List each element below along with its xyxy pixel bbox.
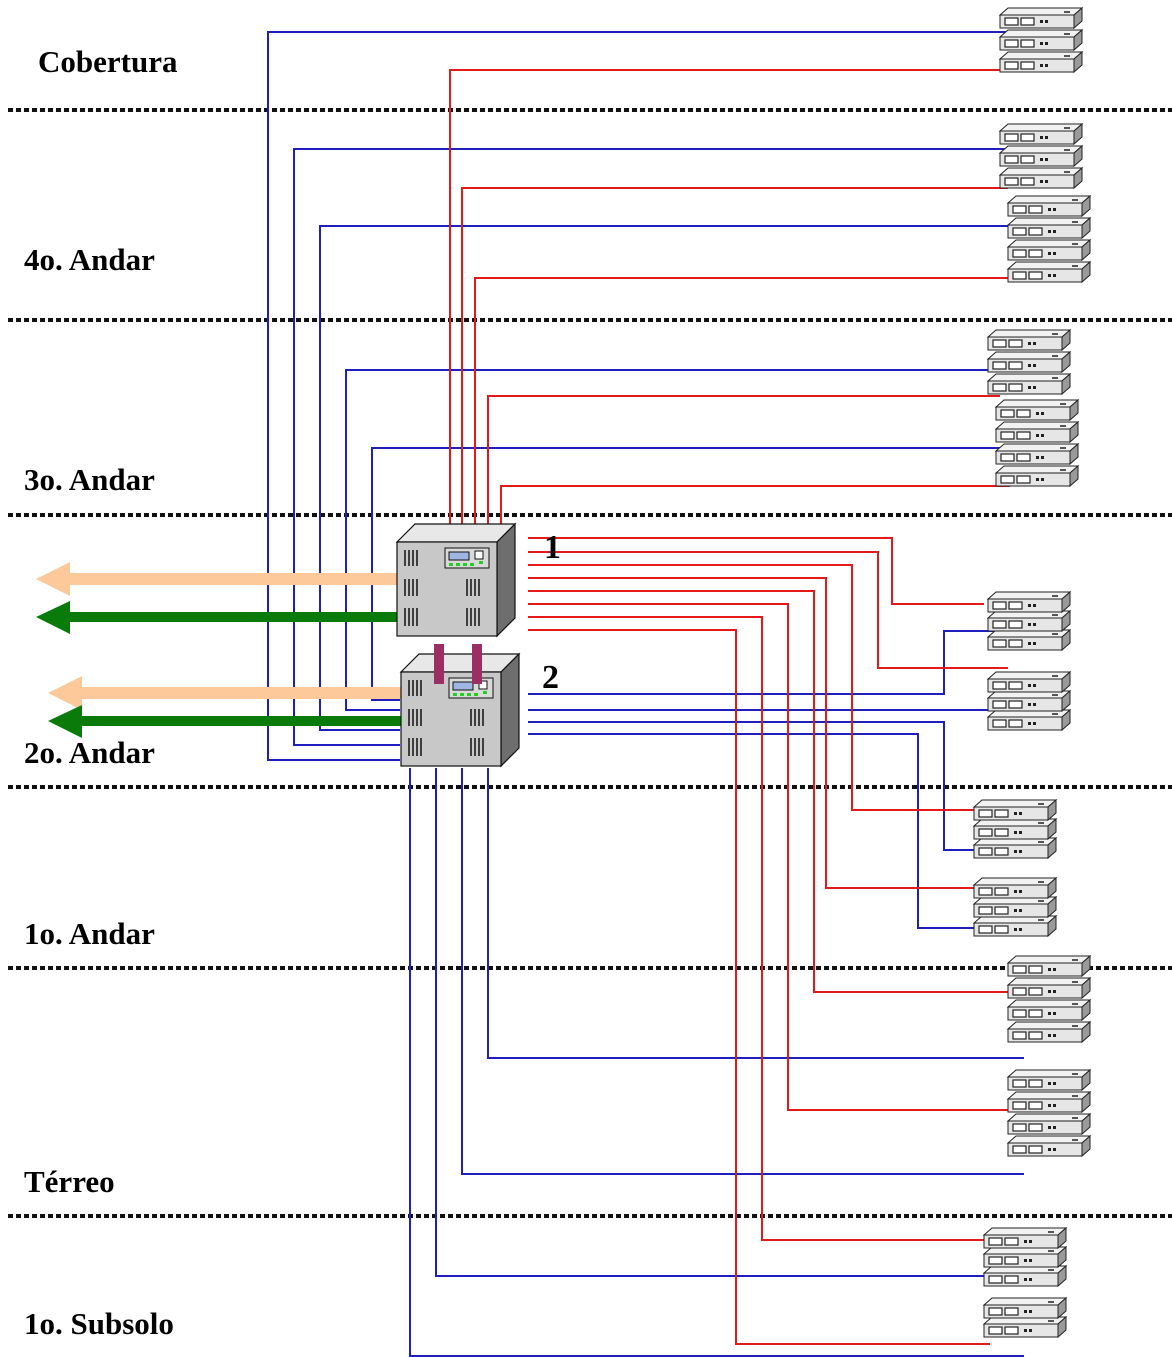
red-link-1-a — [528, 564, 990, 811]
blue-link-subsolo-b — [409, 768, 1024, 1357]
floor-label-4-andar: 4o. Andar — [24, 242, 155, 277]
red-link-subsolo-a — [528, 616, 990, 1241]
edge-stack-terreo-b-icon — [1007, 1069, 1091, 1157]
blue-link-3-a — [345, 369, 1000, 711]
edge-stack-3-b-icon — [995, 399, 1079, 487]
blue-link-1-b — [528, 733, 990, 929]
blue-link-subsolo-a — [435, 768, 1010, 1277]
stack-connector-left — [434, 644, 444, 684]
core-switch-1-icon — [396, 523, 516, 637]
edge-stack-cobertura-icon — [999, 7, 1083, 73]
uplink-arrow-orange-1 — [36, 562, 400, 596]
red-link-terreo-b — [528, 603, 1018, 1111]
edge-stack-2-a-icon — [987, 591, 1071, 651]
blue-link-cobertura — [267, 31, 1008, 761]
floor-label-3-andar: 3o. Andar — [24, 462, 155, 497]
edge-stack-subsolo-b-icon — [983, 1297, 1067, 1338]
core-switch-2-label: 2 — [542, 659, 559, 696]
blue-link-terreo-a — [487, 768, 1024, 1059]
floor-label-1-subsolo: 1o. Subsolo — [24, 1306, 174, 1341]
blue-link-2-a — [528, 630, 1008, 695]
edge-stack-subsolo-a-icon — [983, 1227, 1067, 1287]
edge-stack-4-a-icon — [999, 123, 1083, 189]
edge-stack-1-b-icon — [973, 877, 1057, 937]
edge-stack-3-a-icon — [987, 329, 1071, 395]
floor-label-2-andar: 2o. Andar — [24, 735, 155, 770]
edge-stack-1-a-icon — [973, 799, 1057, 859]
floor-label-terreo: Térreo — [24, 1164, 115, 1199]
floor-label-cobertura: Cobertura — [38, 44, 178, 79]
blue-link-4-a — [293, 148, 1008, 746]
stack-connector-right — [472, 644, 482, 684]
red-link-cobertura — [449, 69, 1008, 528]
edge-stack-2-b-icon — [987, 671, 1071, 731]
red-link-4-b — [474, 277, 1018, 528]
floor-label-1-andar: 1o. Andar — [24, 916, 155, 951]
red-link-1-b — [528, 577, 990, 889]
red-link-terreo-a — [528, 590, 1018, 993]
blue-link-4-b — [319, 225, 1018, 731]
uplink-arrows — [36, 562, 412, 738]
uplink-arrow-green-2 — [48, 705, 412, 738]
uplink-arrow-green-1 — [36, 601, 400, 634]
red-link-subsolo-b — [528, 629, 990, 1345]
red-link-group — [449, 69, 1018, 1345]
uplink-arrow-orange-2 — [48, 676, 412, 710]
core-switch-2-icon — [400, 653, 520, 767]
blue-link-terreo-b — [461, 768, 1024, 1175]
edge-stack-4-b-icon — [1007, 195, 1091, 283]
red-link-3-b — [500, 485, 1010, 528]
red-link-2-b — [528, 551, 1008, 669]
floor-dividers — [8, 108, 1172, 1218]
core-switch-1-label: 1 — [544, 529, 561, 566]
red-link-3-a — [487, 395, 1000, 528]
red-link-2-a — [528, 537, 984, 605]
edge-stack-terreo-a-icon — [1007, 955, 1091, 1043]
red-link-4-a — [461, 187, 1008, 528]
